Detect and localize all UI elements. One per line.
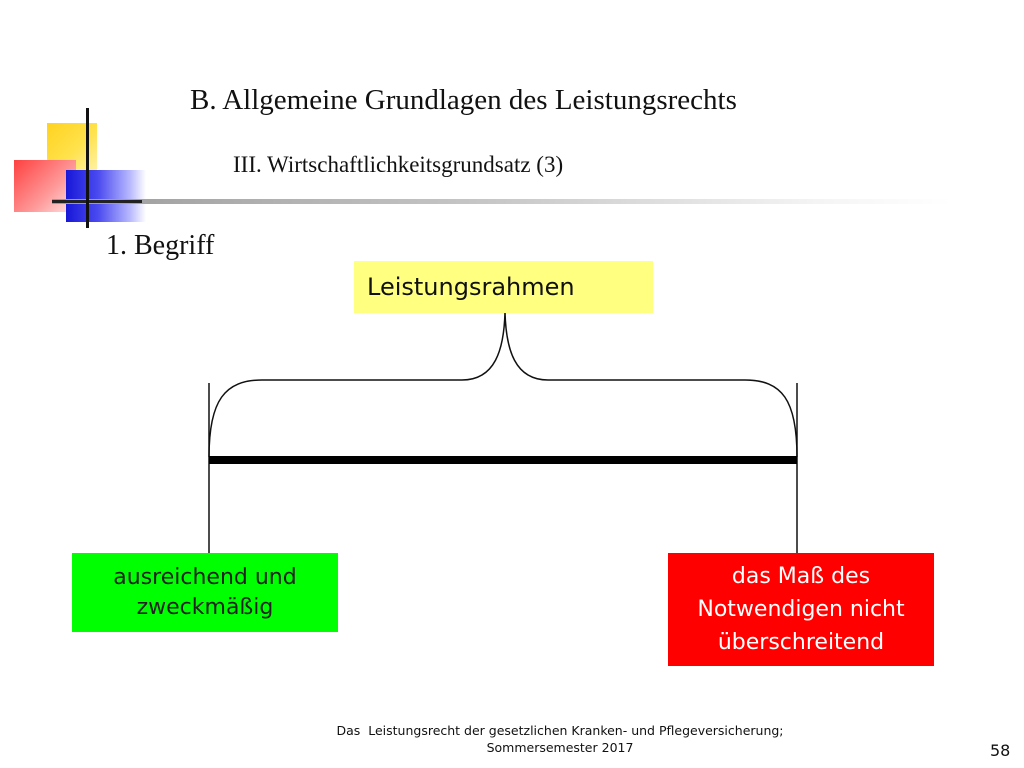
leistungsrahmen-label: Leistungsrahmen — [367, 273, 575, 301]
notwendig-label: das Maß des Notwendigen nicht überschrei… — [678, 560, 924, 659]
curly-brace — [209, 312, 797, 457]
page-number: 58 — [990, 741, 1010, 760]
notwendig-box: das Maß des Notwendigen nicht überschrei… — [668, 553, 934, 666]
ausreichend-label: ausreichend und zweckmäßig — [82, 563, 328, 623]
leistungsrahmen-box: Leistungsrahmen — [354, 261, 653, 313]
footer-line-2: Sommersemester 2017 — [240, 739, 880, 756]
footer-line-1: Das Leistungsrecht der gesetzlichen Kran… — [240, 722, 880, 739]
ausreichend-box: ausreichend und zweckmäßig — [72, 553, 338, 632]
footer: Das Leistungsrecht der gesetzlichen Kran… — [240, 722, 880, 756]
